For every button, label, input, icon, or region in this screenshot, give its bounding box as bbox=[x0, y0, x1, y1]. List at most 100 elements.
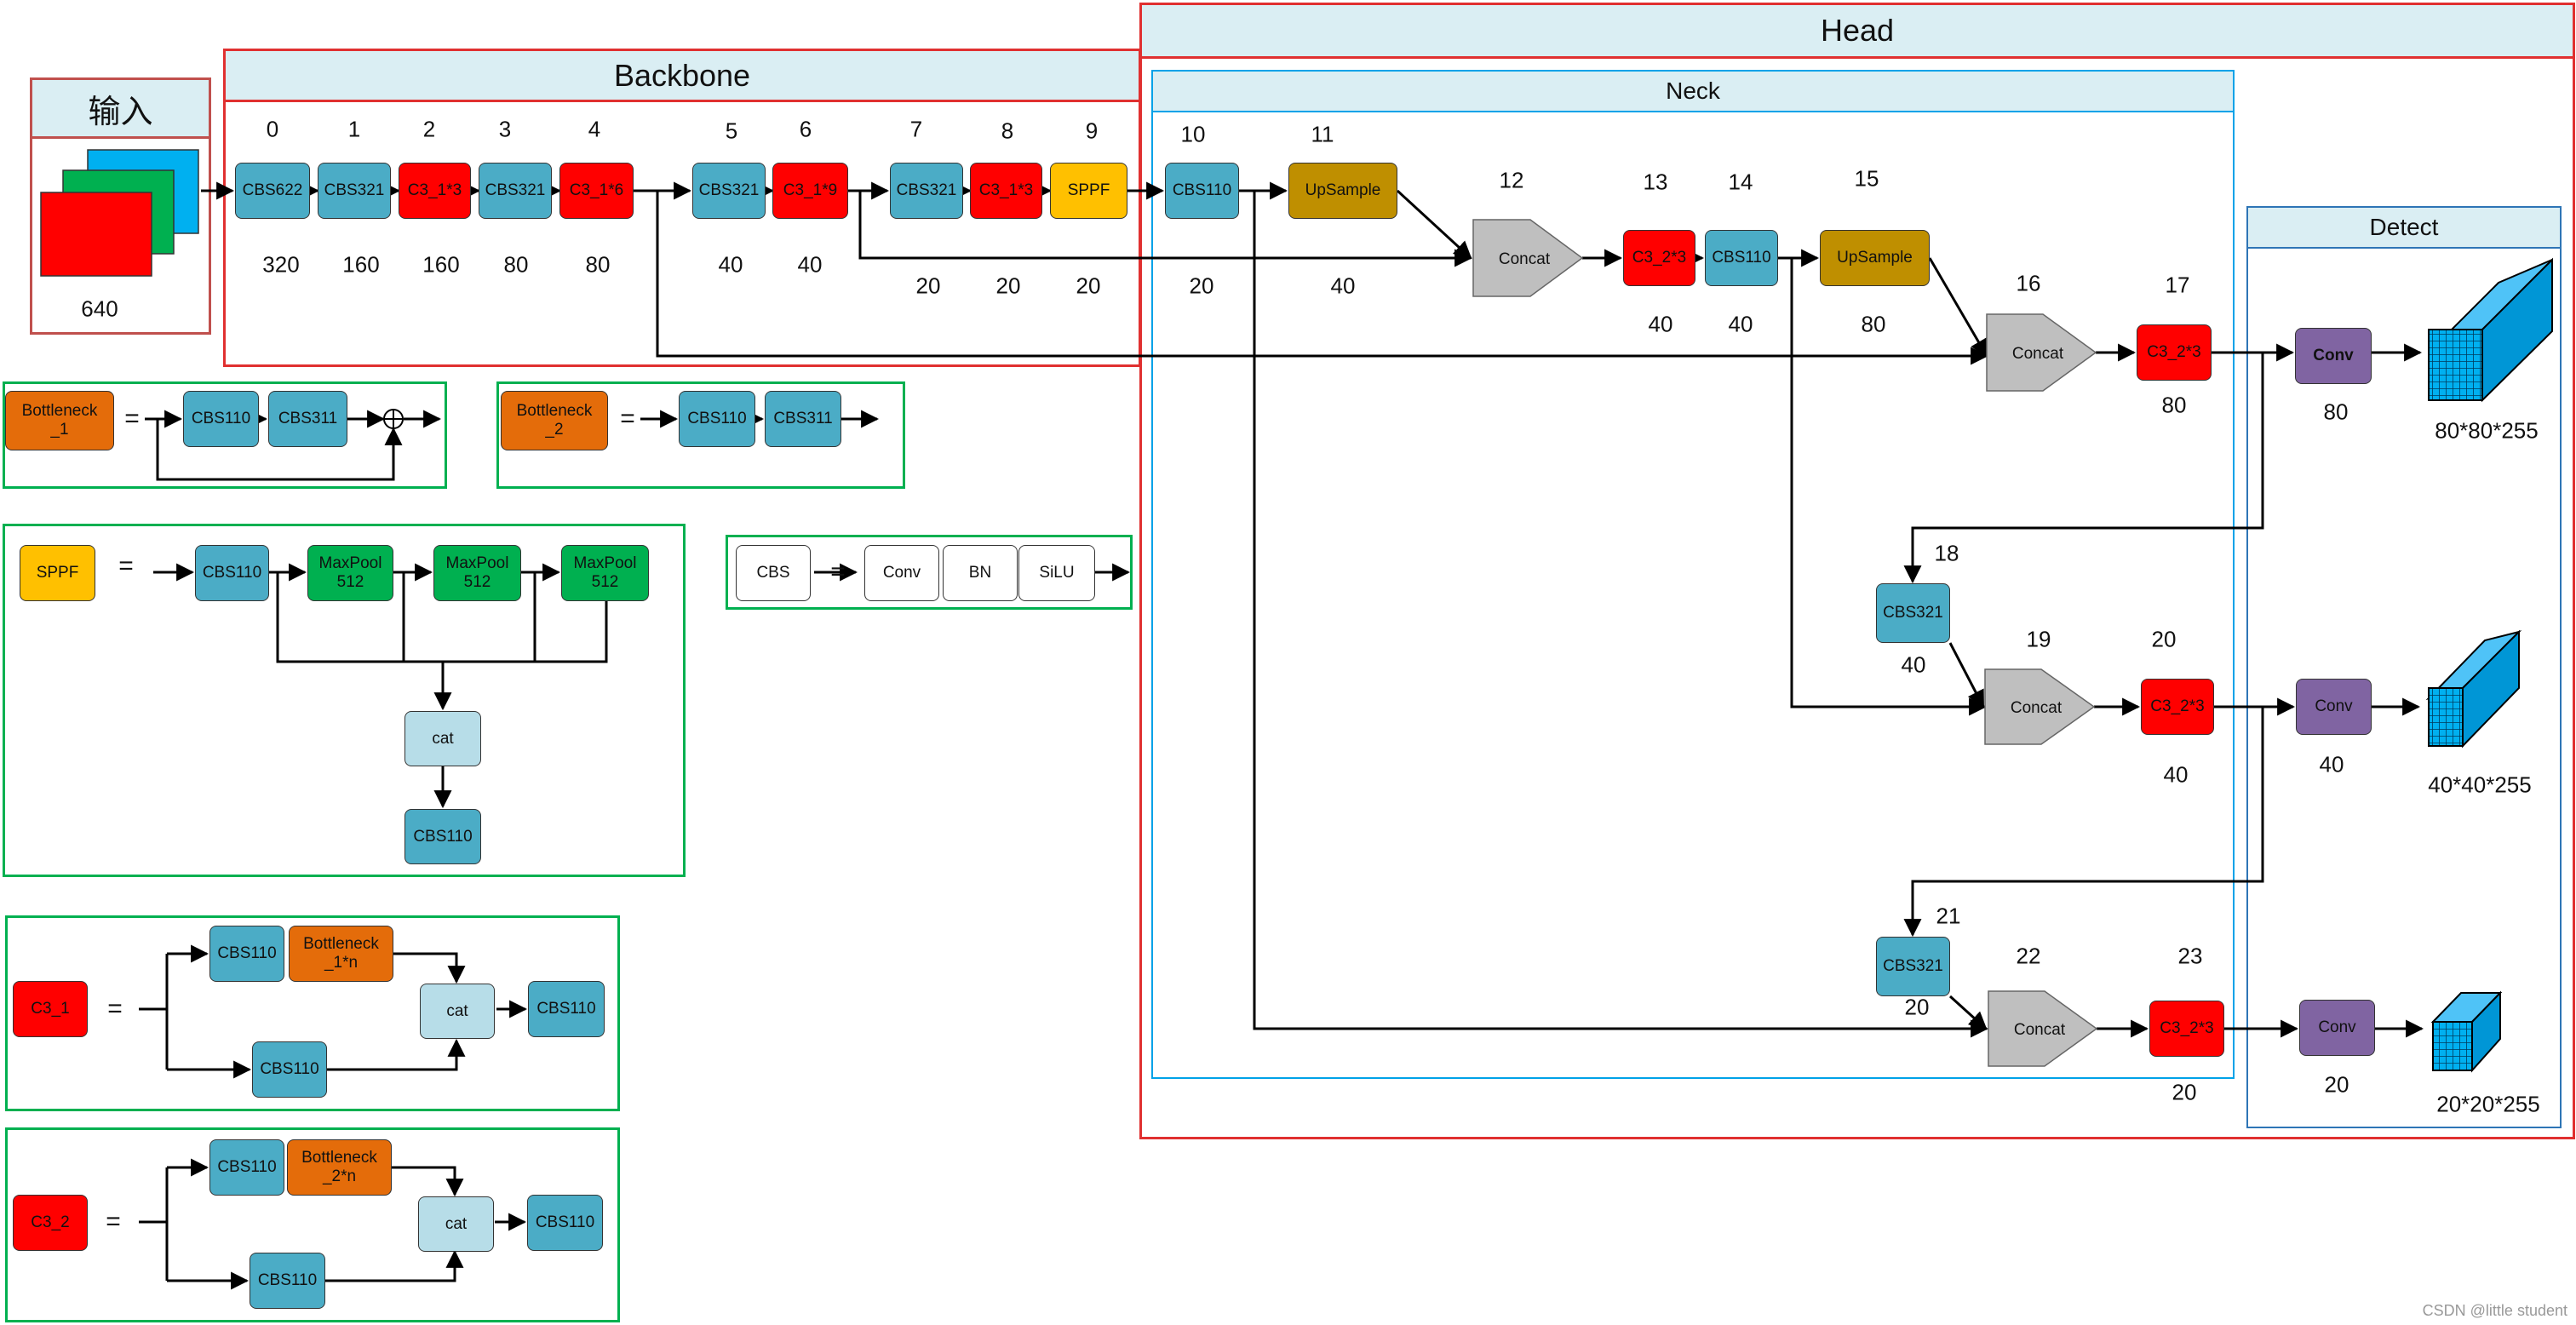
c31-equals: = bbox=[107, 995, 123, 1023]
layer-5-size: 40 bbox=[718, 251, 743, 278]
layer-10-index: 10 bbox=[1180, 121, 1206, 147]
c31-bottom-cbs110: CBS110 bbox=[252, 1041, 327, 1098]
layer-21-index: 21 bbox=[1936, 903, 1961, 929]
c32-bottom-cbs110: CBS110 bbox=[250, 1253, 325, 1309]
detect-title: Detect bbox=[2246, 206, 2562, 249]
concat-shape-22 bbox=[1988, 990, 2098, 1067]
bottleneck1-legend-name: Bottleneck _1 bbox=[5, 391, 114, 450]
c32-equals: = bbox=[106, 1207, 121, 1236]
layer-5-index: 5 bbox=[725, 118, 738, 144]
layer-20-block: C3_2*3 bbox=[2141, 679, 2214, 735]
layer-20-index: 20 bbox=[2151, 626, 2177, 652]
sppf-legend-name: SPPF bbox=[20, 545, 95, 601]
bottleneck2-cbs110: CBS110 bbox=[679, 391, 755, 447]
concat-shape-16 bbox=[1986, 313, 2097, 392]
layer-13-size: 40 bbox=[1648, 311, 1673, 337]
layer-7-block: CBS321 bbox=[890, 163, 963, 219]
layer-7-size: 20 bbox=[915, 272, 941, 299]
add-symbol-icon bbox=[383, 409, 404, 429]
layer-16-index: 16 bbox=[2016, 270, 2041, 296]
layer-5-block: CBS321 bbox=[692, 163, 766, 219]
layer-18-block: CBS321 bbox=[1876, 583, 1950, 643]
cbs-silu: SiLU bbox=[1018, 545, 1095, 601]
layer-22-index: 22 bbox=[2016, 943, 2041, 969]
detect-conv-20-size: 20 bbox=[2324, 1071, 2349, 1098]
bottleneck2-cbs311: CBS311 bbox=[765, 391, 841, 447]
layer-1-index: 1 bbox=[347, 116, 361, 142]
layer-13-index: 13 bbox=[1643, 169, 1668, 195]
output-tensor-20-icon bbox=[2430, 990, 2503, 1073]
sppf-maxpool-2: MaxPool 512 bbox=[433, 545, 521, 601]
layer-9-size: 20 bbox=[1076, 272, 1101, 299]
layer-21-size: 20 bbox=[1904, 994, 1930, 1020]
sppf-maxpool-3: MaxPool 512 bbox=[561, 545, 649, 601]
layer-3-index: 3 bbox=[498, 116, 512, 142]
c32-legend-frame bbox=[5, 1127, 620, 1322]
layer-11-index: 11 bbox=[1311, 121, 1334, 147]
concat-label-16: Concat bbox=[2012, 345, 2064, 363]
bottleneck1-equals: = bbox=[124, 404, 140, 433]
output-80-label: 80*80*255 bbox=[2435, 417, 2539, 444]
layer-14-index: 14 bbox=[1728, 169, 1753, 195]
concat-label-19: Concat bbox=[2011, 699, 2063, 717]
layer-23-index: 23 bbox=[2177, 943, 2203, 969]
input-image-stack-icon bbox=[40, 149, 199, 277]
sppf-maxpool-1: MaxPool 512 bbox=[307, 545, 393, 601]
layer-18-size: 40 bbox=[1901, 651, 1926, 678]
c31-bottleneck: Bottleneck _1*n bbox=[289, 926, 393, 982]
layer-6-index: 6 bbox=[799, 116, 812, 142]
c31-cat: cat bbox=[420, 984, 495, 1039]
layer-13-block: C3_2*3 bbox=[1623, 230, 1695, 286]
layer-1-block: CBS321 bbox=[318, 163, 391, 219]
sppf-legend-frame bbox=[3, 524, 686, 877]
layer-10-size: 20 bbox=[1189, 272, 1214, 299]
layer-8-index: 8 bbox=[1001, 118, 1014, 144]
layer-6-block: C3_1*9 bbox=[772, 163, 848, 219]
sppf-cat: cat bbox=[404, 711, 481, 766]
layer-8-size: 20 bbox=[995, 272, 1021, 299]
bottleneck1-cbs311: CBS311 bbox=[268, 391, 347, 447]
c32-legend-name: C3_2 bbox=[13, 1195, 88, 1251]
output-tensor-40-icon bbox=[2425, 629, 2522, 749]
layer-4-block: C3_1*6 bbox=[559, 163, 634, 219]
layer-15-index: 15 bbox=[1854, 165, 1879, 192]
concat-shape-19 bbox=[1984, 668, 2096, 745]
cbs-conv: Conv bbox=[864, 545, 939, 601]
detect-conv-20-block: Conv bbox=[2299, 1000, 2375, 1056]
c31-legend-name: C3_1 bbox=[13, 981, 88, 1037]
layer-20-size: 40 bbox=[2163, 761, 2189, 788]
layer-2-size: 160 bbox=[422, 251, 460, 278]
detect-conv-40-block: Conv bbox=[2296, 679, 2372, 735]
sppf-cbs110: CBS110 bbox=[195, 545, 269, 601]
layer-3-block: CBS321 bbox=[479, 163, 552, 219]
layer-2-block: C3_1*3 bbox=[399, 163, 471, 219]
output-20-label: 20*20*255 bbox=[2436, 1091, 2540, 1117]
bottleneck1-legend-frame bbox=[3, 381, 447, 489]
c32-out-cbs110: CBS110 bbox=[527, 1195, 603, 1251]
layer-0-size: 320 bbox=[262, 251, 300, 278]
layer-1-size: 160 bbox=[342, 251, 380, 278]
layer-15-size: 80 bbox=[1861, 311, 1886, 337]
bottleneck2-equals: = bbox=[620, 404, 635, 433]
layer-2-index: 2 bbox=[422, 116, 436, 142]
layer-10-block: CBS110 bbox=[1165, 163, 1239, 219]
bottleneck2-legend-name: Bottleneck _2 bbox=[501, 391, 608, 450]
concat-label-22: Concat bbox=[2014, 1021, 2066, 1039]
layer-23-block: C3_2*3 bbox=[2149, 1001, 2224, 1057]
layer-21-block: CBS321 bbox=[1876, 937, 1950, 996]
layer-18-index: 18 bbox=[1934, 540, 1959, 566]
layer-7-index: 7 bbox=[909, 116, 923, 142]
layer-14-block: CBS110 bbox=[1705, 230, 1778, 286]
layer-0-block: CBS622 bbox=[235, 163, 310, 219]
c31-out-cbs110: CBS110 bbox=[528, 981, 605, 1037]
c32-cat: cat bbox=[418, 1196, 494, 1252]
layer-14-size: 40 bbox=[1728, 311, 1753, 337]
cbs-bn: BN bbox=[943, 545, 1018, 601]
input-size-label: 640 bbox=[81, 295, 118, 322]
c32-bottleneck: Bottleneck _2*n bbox=[287, 1139, 392, 1196]
concat-label-12: Concat bbox=[1499, 250, 1551, 268]
layer-11-block: UpSample bbox=[1288, 163, 1397, 219]
c31-top-cbs110: CBS110 bbox=[209, 926, 284, 982]
